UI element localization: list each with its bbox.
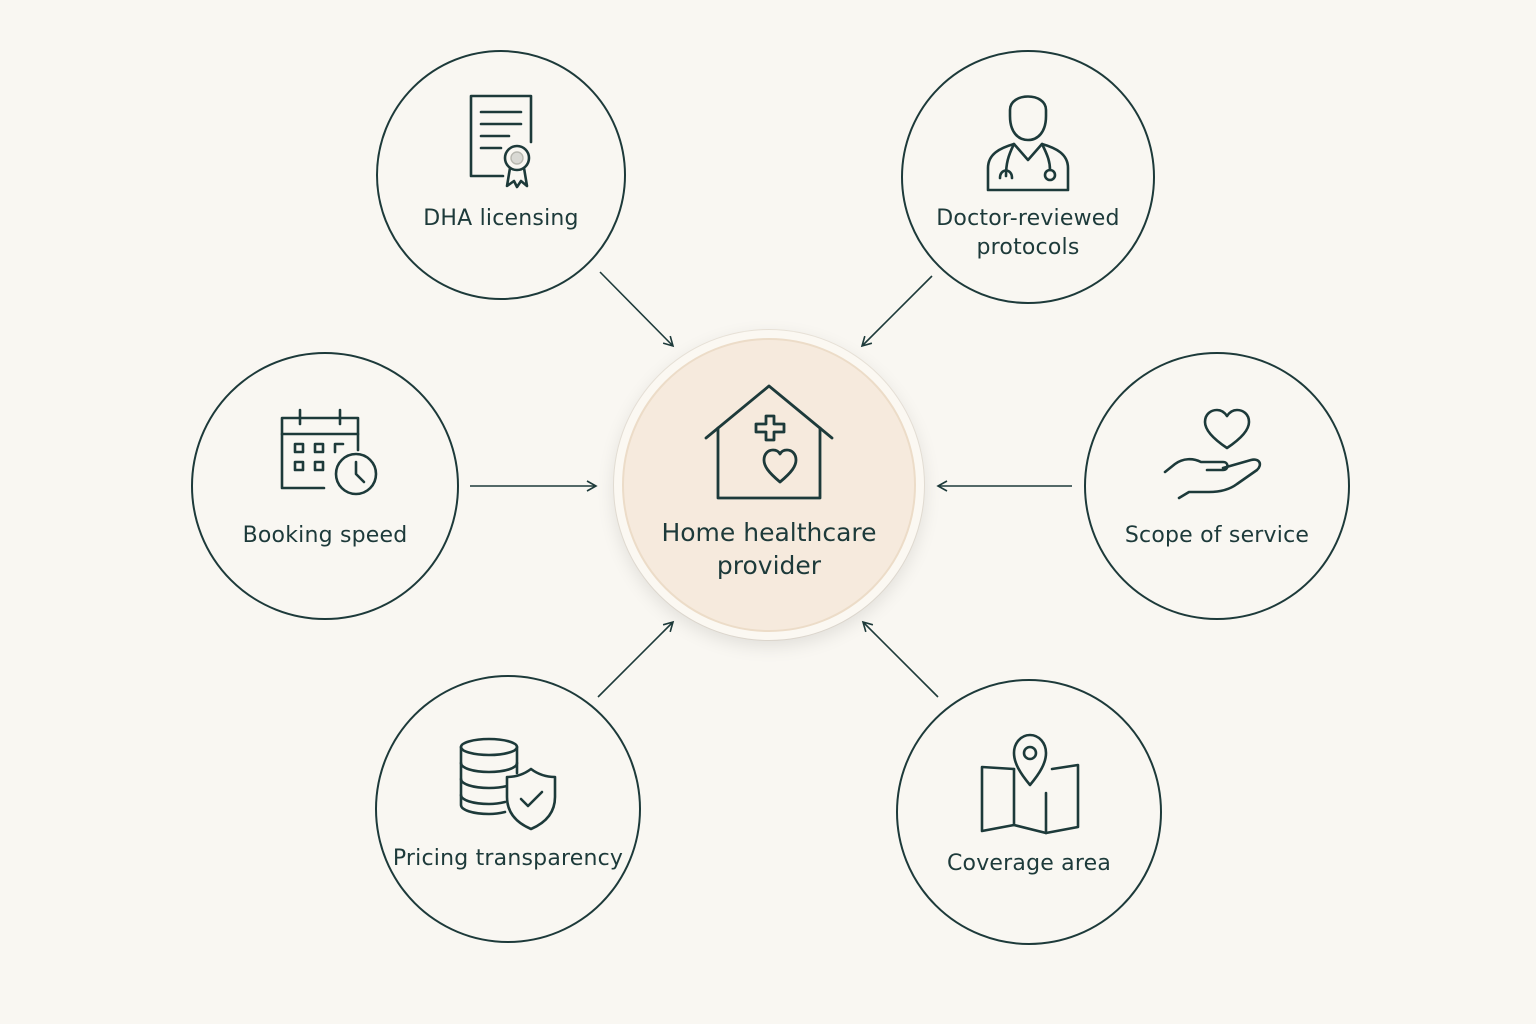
factor-label-line1: Coverage area bbox=[946, 851, 1112, 876]
factor-label-line1: Doctor-reviewed bbox=[936, 206, 1120, 231]
arrow-doctor-reviewed bbox=[860, 275, 933, 348]
factor-node-coverage-area: Coverage area bbox=[896, 679, 1162, 945]
factor-label: Coverage area bbox=[898, 849, 1160, 878]
map-pin-icon bbox=[898, 727, 1160, 837]
coins-shield-check-icon bbox=[377, 735, 639, 835]
factor-label: Booking speed bbox=[193, 521, 457, 550]
hand-heart-icon bbox=[1086, 406, 1348, 506]
factor-label-line1: Pricing transparency bbox=[392, 846, 624, 871]
arrow-dha-licensing bbox=[599, 271, 675, 348]
factor-node-doctor-reviewed-protocols: Doctor-reviewed protocols bbox=[901, 50, 1155, 304]
certificate-document-icon bbox=[378, 92, 624, 192]
factor-node-dha-licensing: DHA licensing bbox=[376, 50, 626, 300]
factor-node-scope-of-service: Scope of service bbox=[1084, 352, 1350, 620]
arrow-pricing-transparency bbox=[597, 620, 675, 698]
factor-label: Scope of service bbox=[1086, 521, 1348, 550]
factor-label-line1: DHA licensing bbox=[423, 206, 579, 231]
factor-label-line1: Scope of service bbox=[1124, 523, 1310, 548]
center-label-line2: provider bbox=[716, 551, 822, 580]
factor-label-line2: protocols bbox=[976, 235, 1080, 260]
center-node-home-healthcare-provider: Home healthcare provider bbox=[614, 330, 924, 640]
factor-node-booking-speed: Booking speed bbox=[191, 352, 459, 620]
doctor-stethoscope-icon bbox=[903, 82, 1153, 192]
calendar-clock-icon bbox=[193, 404, 457, 504]
factor-label: Doctor-reviewed protocols bbox=[903, 204, 1153, 262]
factor-node-pricing-transparency: Pricing transparency bbox=[375, 675, 641, 943]
center-label-line1: Home healthcare bbox=[661, 518, 877, 547]
factor-label: DHA licensing bbox=[378, 204, 624, 233]
arrow-coverage-area bbox=[861, 620, 939, 698]
factor-label: Pricing transparency bbox=[377, 844, 639, 873]
house-medical-heart-icon bbox=[614, 382, 924, 502]
factor-label-line1: Booking speed bbox=[242, 523, 408, 548]
center-label: Home healthcare provider bbox=[614, 516, 924, 582]
